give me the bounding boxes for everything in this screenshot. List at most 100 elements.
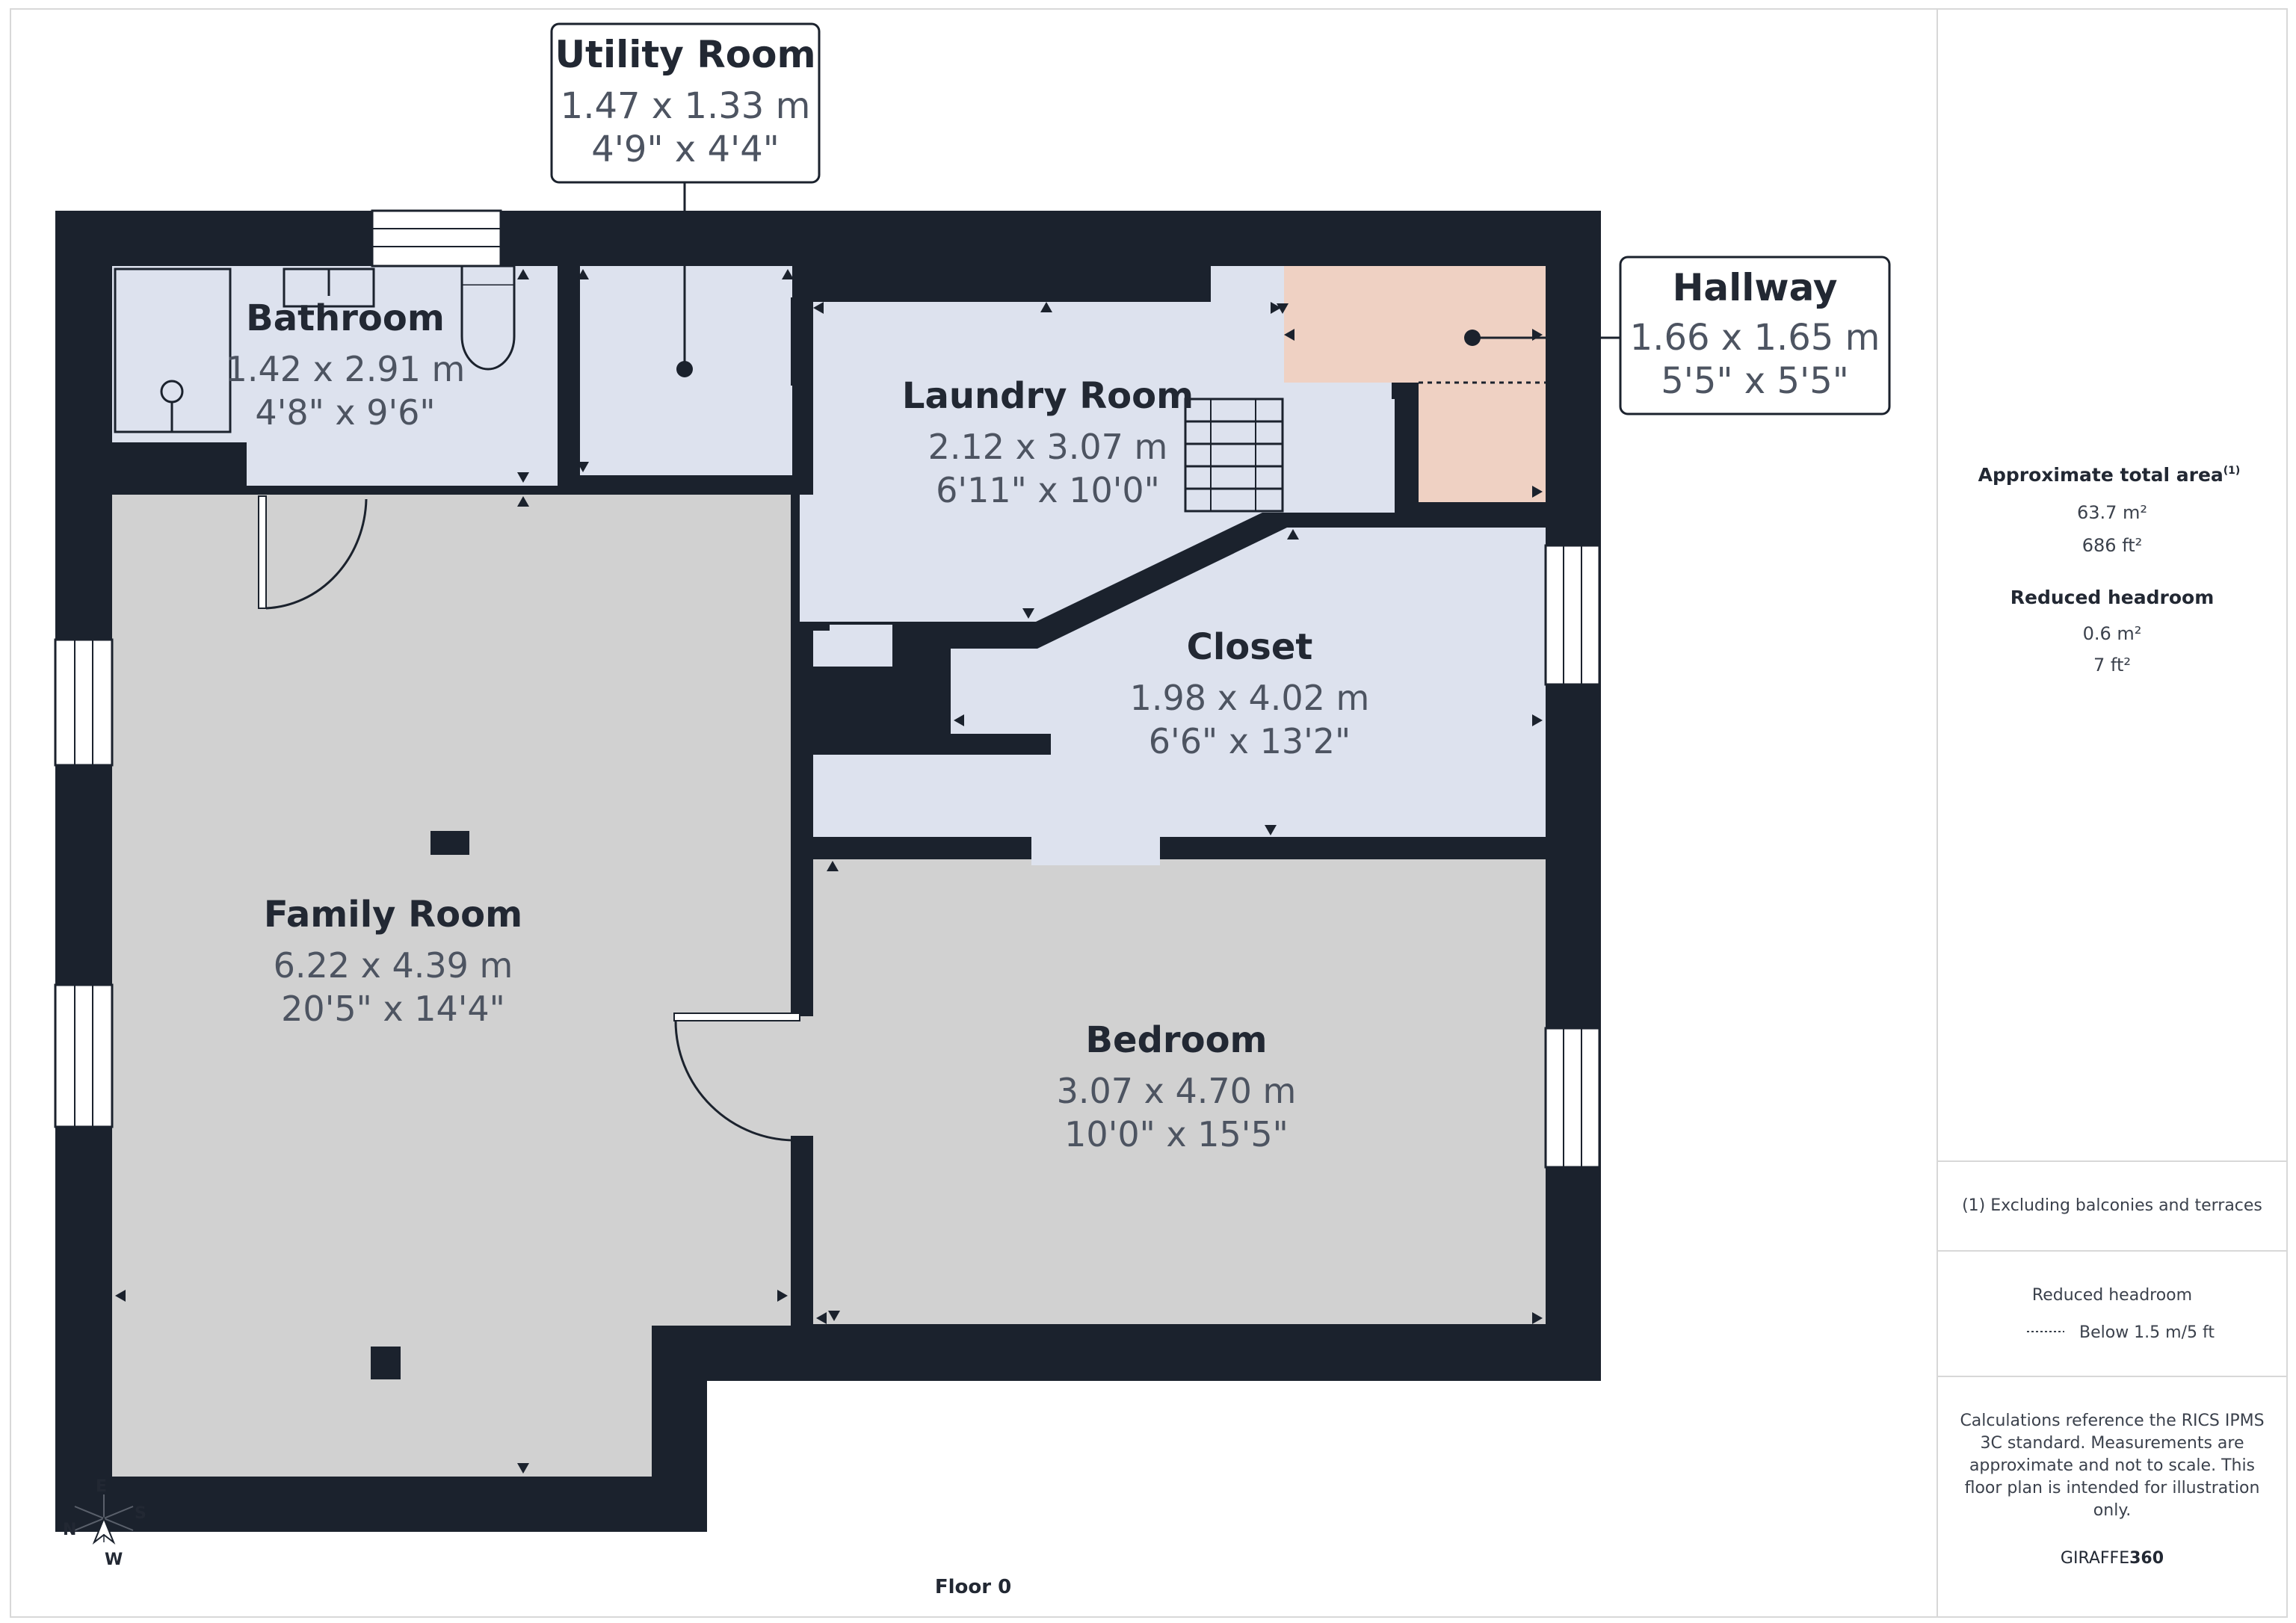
total-area-footnote-mark: (1) xyxy=(2224,465,2241,477)
arrow-8 xyxy=(1287,529,1299,540)
arrow-15 xyxy=(828,1311,840,1321)
total-area-m2: 63.7 m² xyxy=(2077,502,2147,523)
arrow-25 xyxy=(1040,302,1052,312)
laundry-room-floor xyxy=(800,266,1393,622)
legend-item: Below 1.5 m/5 ft xyxy=(2079,1323,2215,1342)
utility-room-imperial: 4'9" x 4'4" xyxy=(591,129,780,170)
hallway-imperial: 5'5" x 5'5" xyxy=(1661,360,1849,402)
hallway-callout-dot xyxy=(1464,330,1481,346)
arrow-7 xyxy=(1532,486,1543,498)
disclaimer-line-4: floor plan is intended for illustration xyxy=(1965,1479,2260,1497)
hallway-metric: 1.66 x 1.65 m xyxy=(1630,317,1880,359)
bathroom-door-swing xyxy=(265,498,368,610)
bathroom-door-leaf xyxy=(258,495,267,609)
disclaimer-line-2: 3C standard. Measurements are xyxy=(1981,1434,2244,1453)
arrow-20 xyxy=(517,472,529,483)
arrow-24 xyxy=(577,462,589,472)
stair-area xyxy=(1185,399,1395,513)
arrow-12 xyxy=(827,861,839,871)
window-right-1 xyxy=(1544,544,1601,686)
bathroom-imperial: 4'8" x 9'6" xyxy=(255,392,435,433)
column-2 xyxy=(371,1347,401,1379)
bathroom-metric: 1.42 x 2.91 m xyxy=(226,349,466,389)
toilet-bowl xyxy=(460,285,516,371)
utility-room-metric: 1.47 x 1.33 m xyxy=(561,85,811,127)
column-1 xyxy=(430,831,469,855)
bedroom-floor xyxy=(813,859,1546,1324)
closet-floor xyxy=(813,528,1546,837)
arrow-10 xyxy=(1532,714,1543,726)
sidebar: Approximate total area(1) 63.7 m² 686 ft… xyxy=(1960,464,2264,1568)
utility-callout-dot xyxy=(676,361,693,377)
arrow-11 xyxy=(1265,825,1277,835)
disclaimer-line-3: approximate and not to scale. This xyxy=(1969,1456,2255,1475)
closet-bedroom-opening xyxy=(1031,834,1160,865)
wall-stub-laundry xyxy=(791,297,813,386)
family-room-name: Family Room xyxy=(264,894,522,936)
closet-metric: 1.98 x 4.02 m xyxy=(1130,678,1370,718)
family-bedroom-doorway xyxy=(788,1016,818,1136)
hallway-callout-box xyxy=(1619,256,1891,415)
compass-n: N xyxy=(63,1521,76,1539)
laundry-room-imperial: 6'11" x 10'0" xyxy=(936,470,1160,510)
arrow-21 xyxy=(517,269,529,279)
stair-landing xyxy=(1263,399,1284,513)
arrow-14 xyxy=(1532,1312,1543,1324)
brand-suffix: 360 xyxy=(2129,1549,2164,1568)
utility-callout-box xyxy=(550,22,821,184)
bathroom-name: Bathroom xyxy=(246,297,445,339)
bedroom-imperial: 10'0" x 15'5" xyxy=(1064,1114,1289,1154)
floor-label: Floor 0 xyxy=(935,1576,1011,1598)
bedroom-name: Bedroom xyxy=(1085,1019,1267,1061)
bathroom-floor-lower xyxy=(247,438,558,486)
total-area-title: Approximate total area(1) xyxy=(1978,464,2241,486)
arrow-13 xyxy=(816,1312,827,1324)
window-right-2 xyxy=(1544,1027,1601,1169)
closet-label: Closet 1.98 x 4.02 m 6'6" x 13'2" xyxy=(1130,626,1370,761)
arrow-9 xyxy=(954,714,964,726)
footnote-text: (1) Excluding balconies and terraces xyxy=(1962,1196,2262,1215)
window-left-2 xyxy=(54,983,114,1128)
compass: E S N W xyxy=(63,1477,146,1569)
window-top xyxy=(371,209,502,268)
family-door-leaf xyxy=(673,1013,800,1021)
laundry-room-metric: 2.12 x 3.07 m xyxy=(928,427,1168,467)
arrow-3 xyxy=(1271,302,1281,314)
brand-logo: GIRAFFE360 xyxy=(2061,1549,2164,1568)
hallway-floor-upper xyxy=(1284,266,1546,383)
window-left-1 xyxy=(54,638,114,767)
legend-title: Reduced headroom xyxy=(2032,1286,2192,1305)
reduced-headroom-title: Reduced headroom xyxy=(2010,587,2215,608)
hallway-floor-lower xyxy=(1419,383,1546,502)
arrow-22 xyxy=(577,269,589,279)
utility-room-callout: Utility Room 1.47 x 1.33 m 4'9" x 4'4" xyxy=(550,22,821,377)
family-door-swing xyxy=(674,1020,797,1142)
arrow-19 xyxy=(517,1463,529,1474)
arrow-18 xyxy=(517,496,529,507)
arrow-5 xyxy=(1284,329,1294,341)
page-border xyxy=(10,8,2288,1618)
closet-niche xyxy=(813,625,892,667)
bedroom-label: Bedroom 3.07 x 4.70 m 10'0" x 15'5" xyxy=(1057,1019,1297,1154)
bathroom-label: Bathroom 1.42 x 2.91 m 4'8" x 9'6" xyxy=(226,297,466,433)
utility-room-name: Utility Room xyxy=(555,33,815,76)
disclaimer-line-1: Calculations reference the RICS IPMS xyxy=(1960,1412,2264,1430)
closet-name: Closet xyxy=(1187,626,1313,668)
arrow-16 xyxy=(115,1290,126,1302)
compass-needle-icon xyxy=(92,1516,116,1545)
compass-s: S xyxy=(135,1504,146,1523)
bedroom-metric: 3.07 x 4.70 m xyxy=(1057,1071,1297,1111)
arrow-17 xyxy=(777,1290,788,1302)
toilet-tank xyxy=(460,265,516,287)
reduced-headroom-m2: 0.6 m² xyxy=(2083,623,2142,644)
arrow-2 xyxy=(1277,303,1289,314)
brand-prefix: GIRAFFE xyxy=(2061,1549,2129,1568)
measurement-arrows xyxy=(115,269,1543,1474)
family-room-metric: 6.22 x 4.39 m xyxy=(274,945,513,986)
compass-w: W xyxy=(105,1551,123,1569)
family-room-floor xyxy=(112,495,791,1477)
arrow-1 xyxy=(813,302,824,314)
family-room-label: Family Room 6.22 x 4.39 m 20'5" x 14'4" xyxy=(264,894,522,1029)
wall-niche-top xyxy=(813,623,830,631)
